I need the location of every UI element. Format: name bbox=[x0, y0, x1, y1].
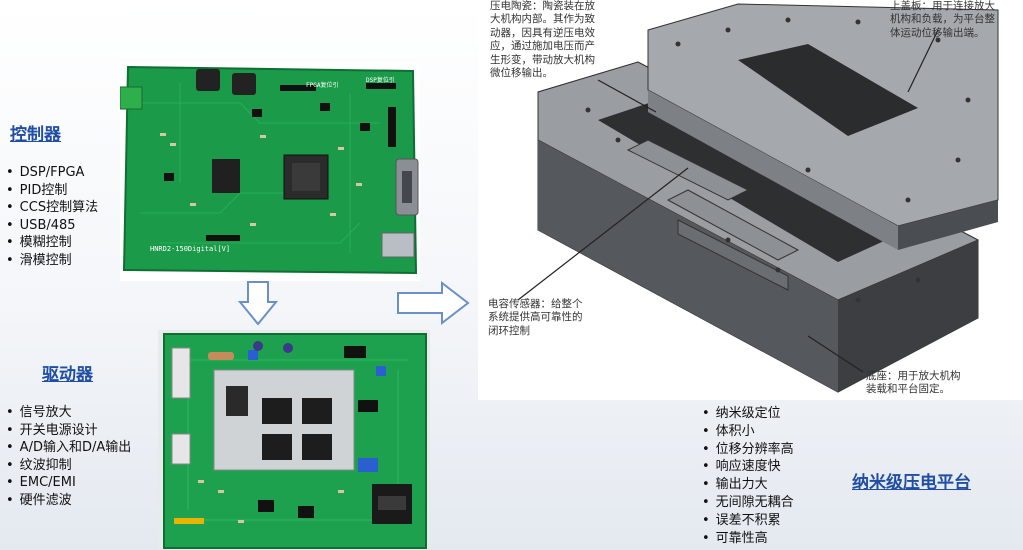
silk-fpga-label: FPGA复位引 bbox=[306, 82, 339, 89]
controller-pcb-drawing bbox=[120, 65, 419, 275]
driver-feature-list: 信号放大 开关电源设计 A/D输入和D/A输出 纹波抑制 EMC/EMI 硬件滤… bbox=[6, 404, 132, 510]
list-item: CCS控制算法 bbox=[6, 199, 98, 217]
list-item: 纳米级定位 bbox=[702, 405, 794, 423]
base-annotation: 底座：用于放大机构 装载和平台固定。 bbox=[866, 370, 961, 396]
list-item: 输出力大 bbox=[702, 476, 794, 494]
list-item: PID控制 bbox=[6, 182, 98, 200]
list-item: 硬件滤波 bbox=[6, 492, 131, 510]
platform-diagram: 压电陶瓷：陶瓷装在放 大机构内部。其作为致 动器，因具有逆压电效 应，通过施加电… bbox=[478, 0, 1023, 400]
list-item: 模糊控制 bbox=[6, 234, 98, 252]
controller-board-photo: FPGA复位引 DSP复位引 HNRD2-150Digital[V] bbox=[120, 63, 420, 281]
list-item: EMC/EMI bbox=[6, 474, 131, 492]
right-arrow-icon bbox=[397, 281, 470, 325]
sensor-annotation: 电容传感器：给整个 系统提供高可靠性的 闭环控制 bbox=[488, 298, 583, 337]
list-item: 滑模控制 bbox=[6, 252, 98, 270]
down-arrow-icon bbox=[238, 281, 278, 326]
piezo-annotation: 压电陶瓷：陶瓷装在放 大机构内部。其作为致 动器，因具有逆压电效 应，通过施加电… bbox=[490, 0, 595, 80]
list-item: 体积小 bbox=[702, 423, 794, 441]
list-item: DSP/FPGA bbox=[6, 164, 98, 182]
list-item: 无间隙无耦合 bbox=[702, 494, 794, 512]
list-item: 误差不积累 bbox=[702, 512, 794, 530]
driver-pcb-drawing bbox=[163, 333, 427, 549]
controller-title: 控制器 bbox=[10, 125, 61, 145]
list-item: 位移分辨率高 bbox=[702, 441, 794, 459]
platform-title: 纳米级压电平台 bbox=[852, 473, 971, 493]
platform-3d-drawing bbox=[517, 3, 999, 393]
list-item: USB/485 bbox=[6, 217, 98, 235]
top-plate-annotation: 上盖板：用于连接放大 机构和负载，为平台整 体运动位移输出端。 bbox=[890, 0, 995, 39]
driver-board-photo bbox=[158, 330, 430, 550]
list-item: 可靠性高 bbox=[702, 530, 794, 548]
controller-feature-list: DSP/FPGA PID控制 CCS控制算法 USB/485 模糊控制 滑模控制 bbox=[6, 164, 98, 270]
list-item: 响应速度快 bbox=[702, 458, 794, 476]
board-model-label: HNRD2-150Digital[V] bbox=[150, 245, 231, 253]
list-item: 纹波抑制 bbox=[6, 457, 131, 475]
list-item: 信号放大 bbox=[6, 404, 131, 422]
list-item: 开关电源设计 bbox=[6, 422, 131, 440]
platform-feature-list: 纳米级定位 体积小 位移分辨率高 响应速度快 输出力大 无间隙无耦合 误差不积累… bbox=[702, 405, 794, 547]
list-item: A/D输入和D/A输出 bbox=[6, 439, 132, 457]
silk-dsp-label: DSP复位引 bbox=[366, 77, 395, 84]
driver-title: 驱动器 bbox=[42, 365, 93, 385]
